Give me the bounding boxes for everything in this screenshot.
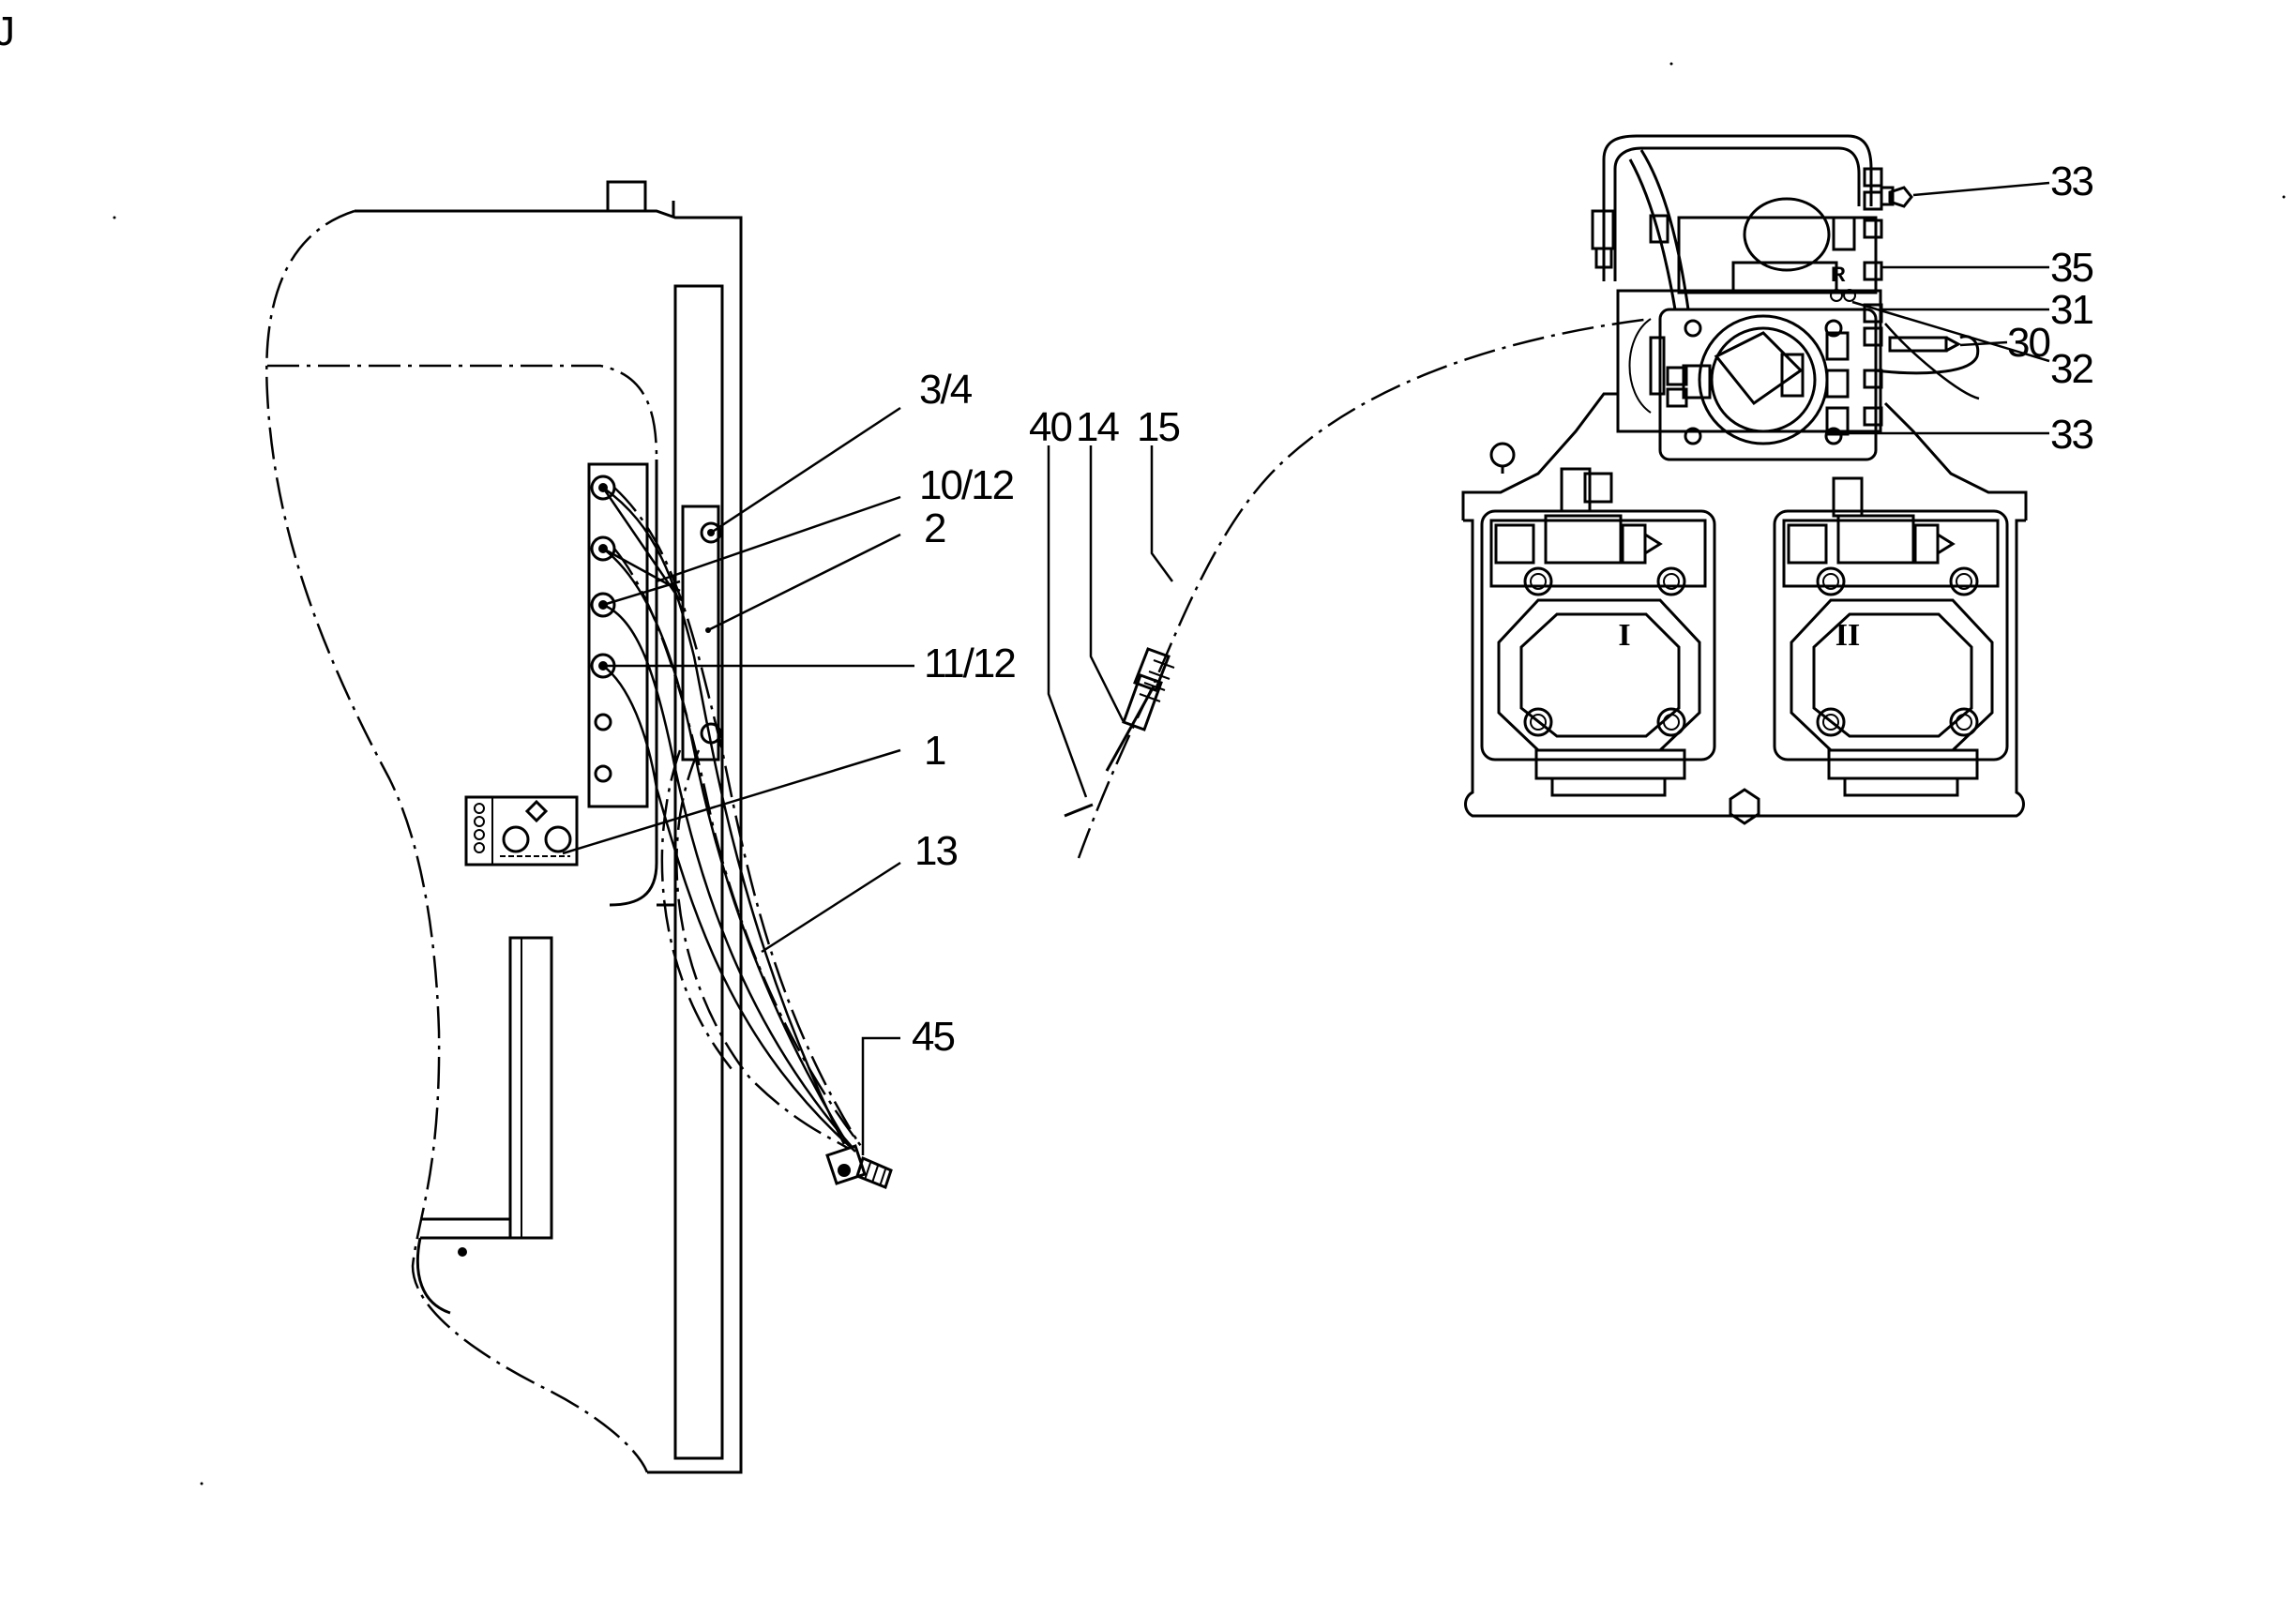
port-r-label: R: [1831, 263, 1846, 286]
callout-11-12: 11/12: [924, 641, 1015, 686]
pump-1-label: I: [1618, 618, 1630, 653]
pump-unit: R: [1461, 134, 2028, 825]
leader-lines-right: [1848, 181, 2050, 435]
callout-35: 35: [2050, 245, 2092, 291]
callout-30: 30: [2007, 320, 2049, 366]
callout-33-top: 33: [2050, 158, 2092, 204]
leader-lines-left: [562, 406, 914, 1155]
callout-33-bottom: 33: [2050, 412, 2092, 458]
pump-2-label: II: [1835, 618, 1860, 653]
callout-10-12: 10/12: [919, 462, 1014, 508]
coupling-hose: [1047, 317, 1652, 859]
corner-mark: J: [0, 8, 13, 54]
callout-32: 32: [2050, 346, 2092, 392]
callout-40: 40: [1029, 404, 1071, 450]
callout-14: 14: [1076, 404, 1119, 450]
callout-13: 13: [914, 828, 957, 874]
callout-3-4: 3/4: [919, 367, 973, 413]
callout-45: 45: [912, 1014, 954, 1060]
connector-block: [825, 1144, 893, 1189]
gauge-panel: [464, 795, 579, 867]
machine-frame: [265, 180, 743, 1474]
callout-1: 1: [924, 728, 945, 774]
callout-31: 31: [2050, 287, 2092, 333]
hose-bundle: [602, 486, 862, 1153]
mounting-plate: [587, 462, 649, 808]
callout-15: 15: [1137, 404, 1179, 450]
callout-2: 2: [924, 505, 945, 551]
